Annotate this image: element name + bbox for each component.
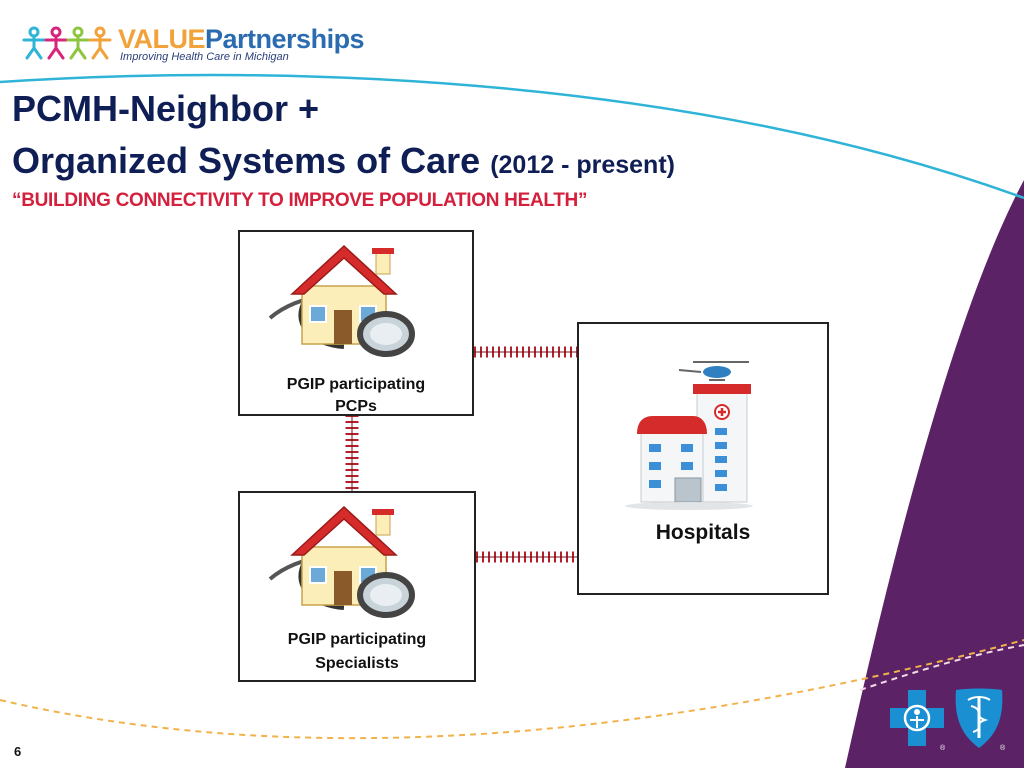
node-pgip-pcps: PGIP participating PCPs <box>238 230 474 416</box>
blue-shield-icon: ® <box>950 686 1008 752</box>
value-partnerships-logo: VALUEPartnerships Improving Health Care … <box>22 24 382 68</box>
svg-text:®: ® <box>940 744 946 752</box>
people-logo-icon <box>22 26 114 60</box>
title-main: Organized Systems of Care <box>12 140 480 181</box>
purple-band <box>845 180 1024 768</box>
svg-text:®: ® <box>1000 744 1006 752</box>
hospital-icon <box>609 354 769 514</box>
blue-cross-icon: ® <box>888 688 946 752</box>
logo-tagline: Improving Health Care in Michigan <box>120 51 289 63</box>
page-title-line1: PCMH-Neighbor + <box>12 88 319 130</box>
node-pgip-specialists: PGIP participating Specialists <box>238 491 476 682</box>
page-title-line2: Organized Systems of Care (2012 - presen… <box>12 140 675 182</box>
house-stethoscope-icon <box>264 236 424 366</box>
node-hospitals-label: Hospitals <box>579 522 827 544</box>
page-subtitle: “BUILDING CONNECTIVITY TO IMPROVE POPULA… <box>12 190 587 212</box>
logo-partnerships-text: Partnerships <box>205 24 364 54</box>
page-number: 6 <box>14 744 21 759</box>
title-dates: (2012 - present) <box>490 151 675 179</box>
node-hospitals: Hospitals <box>577 322 829 595</box>
node-pcps-label-line1: PGIP participating <box>240 374 472 396</box>
node-specialists-label-line2: Specialists <box>240 653 474 675</box>
house-stethoscope-icon <box>264 497 424 627</box>
logo-value-text: VALUE <box>118 24 205 54</box>
node-specialists-label-line1: PGIP participating <box>240 629 474 651</box>
node-pcps-label-line2: PCPs <box>240 396 472 418</box>
